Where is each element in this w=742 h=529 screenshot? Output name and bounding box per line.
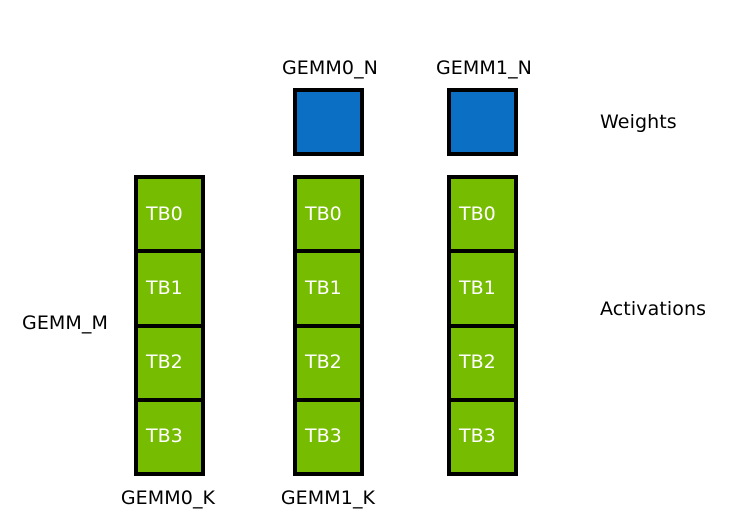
activation-column-1: TB0 TB1 TB2 TB3: [293, 175, 364, 476]
tb-cell: TB0: [293, 175, 364, 254]
tb-cell: TB0: [134, 175, 205, 254]
tb-cell: TB3: [134, 399, 205, 476]
activations-label: Activations: [600, 298, 707, 320]
tb-cell: TB2: [293, 325, 364, 402]
gemm-m-label: GEMM_M: [22, 312, 109, 334]
tb-cell: TB1: [134, 251, 205, 328]
tb-cell: TB0: [447, 175, 518, 254]
gemm1-n-label-line1: GEMM1_N: [435, 57, 532, 79]
gemm0-k-label: GEMM0_K: [120, 487, 216, 509]
activation-column-2: TB0 TB1 TB2 TB3: [447, 175, 518, 476]
tb-cell: TB3: [293, 399, 364, 476]
tb-cell: TB1: [293, 251, 364, 328]
weights-label: Weights: [600, 111, 677, 133]
activation-column-0: TB0 TB1 TB2 TB3: [134, 175, 205, 476]
tb-cell: TB3: [447, 399, 518, 476]
gemm1-k-label: GEMM1_K: [280, 487, 376, 509]
tb-cell: TB1: [447, 251, 518, 328]
tb-cell: TB2: [134, 325, 205, 402]
gemm0-n-label-line1: GEMM0_N: [281, 57, 378, 79]
tb-cell: TB2: [447, 325, 518, 402]
gemm1-weight-block: [447, 88, 518, 156]
gemm0-weight-block: [293, 88, 364, 156]
